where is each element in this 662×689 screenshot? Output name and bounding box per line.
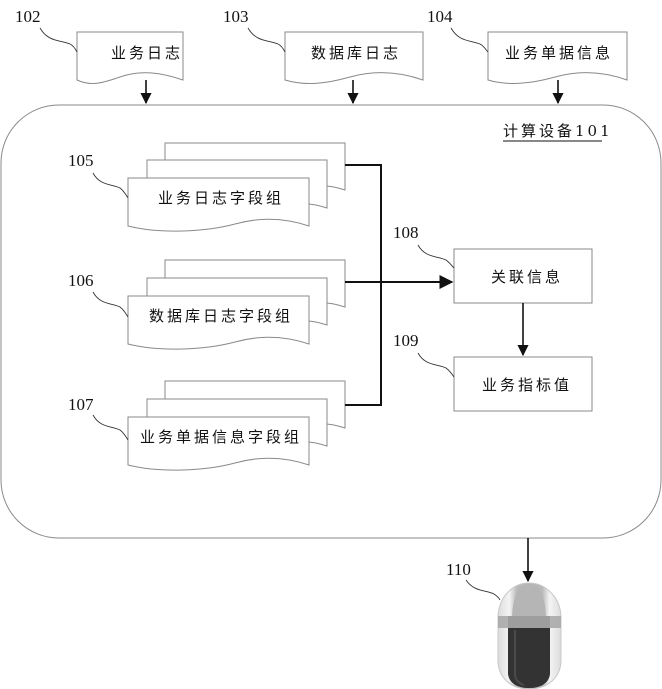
ref-label: 107 (68, 395, 94, 414)
computing-device-label: 计算设备101 (503, 122, 613, 140)
leader-line (40, 28, 77, 52)
input-doc-label: 数据库日志 (311, 44, 401, 62)
ref-label: 110 (446, 560, 471, 579)
input-doc-business-document-info: 业务单据信息 (488, 32, 627, 84)
input-doc-business-log: 业务日志 (77, 32, 183, 84)
field-group-business-document-info: 业务单据信息字段组 (128, 381, 345, 470)
field-group-database-log: 数据库日志字段组 (128, 260, 345, 349)
ref-label: 103 (223, 7, 249, 26)
business-indicator-label: 业务指标值 (482, 376, 572, 394)
field-group-business-log: 业务日志字段组 (128, 143, 345, 231)
input-doc-label: 业务日志 (111, 44, 183, 62)
merge-connector (345, 165, 381, 405)
input-doc-database-log: 数据库日志 (285, 32, 423, 84)
mouse-icon (498, 583, 561, 689)
association-info-label: 关联信息 (491, 268, 563, 286)
ref-label: 108 (393, 223, 419, 242)
ref-label: 105 (68, 151, 94, 170)
field-group-label: 业务日志字段组 (158, 189, 284, 207)
field-group-label: 数据库日志字段组 (149, 307, 293, 325)
field-group-label: 业务单据信息字段组 (140, 428, 302, 446)
leader-line (451, 28, 488, 52)
ref-label: 102 (15, 7, 41, 26)
leader-line (248, 28, 285, 52)
ref-label: 104 (427, 7, 453, 26)
leader-line (418, 245, 454, 268)
ref-label: 109 (393, 331, 419, 350)
leader-line (93, 173, 128, 198)
leader-line (93, 415, 128, 440)
leader-line (418, 353, 454, 377)
ref-label: 106 (68, 271, 94, 290)
leader-line (93, 292, 128, 317)
leader-line (466, 580, 500, 600)
input-doc-label: 业务单据信息 (505, 44, 613, 62)
